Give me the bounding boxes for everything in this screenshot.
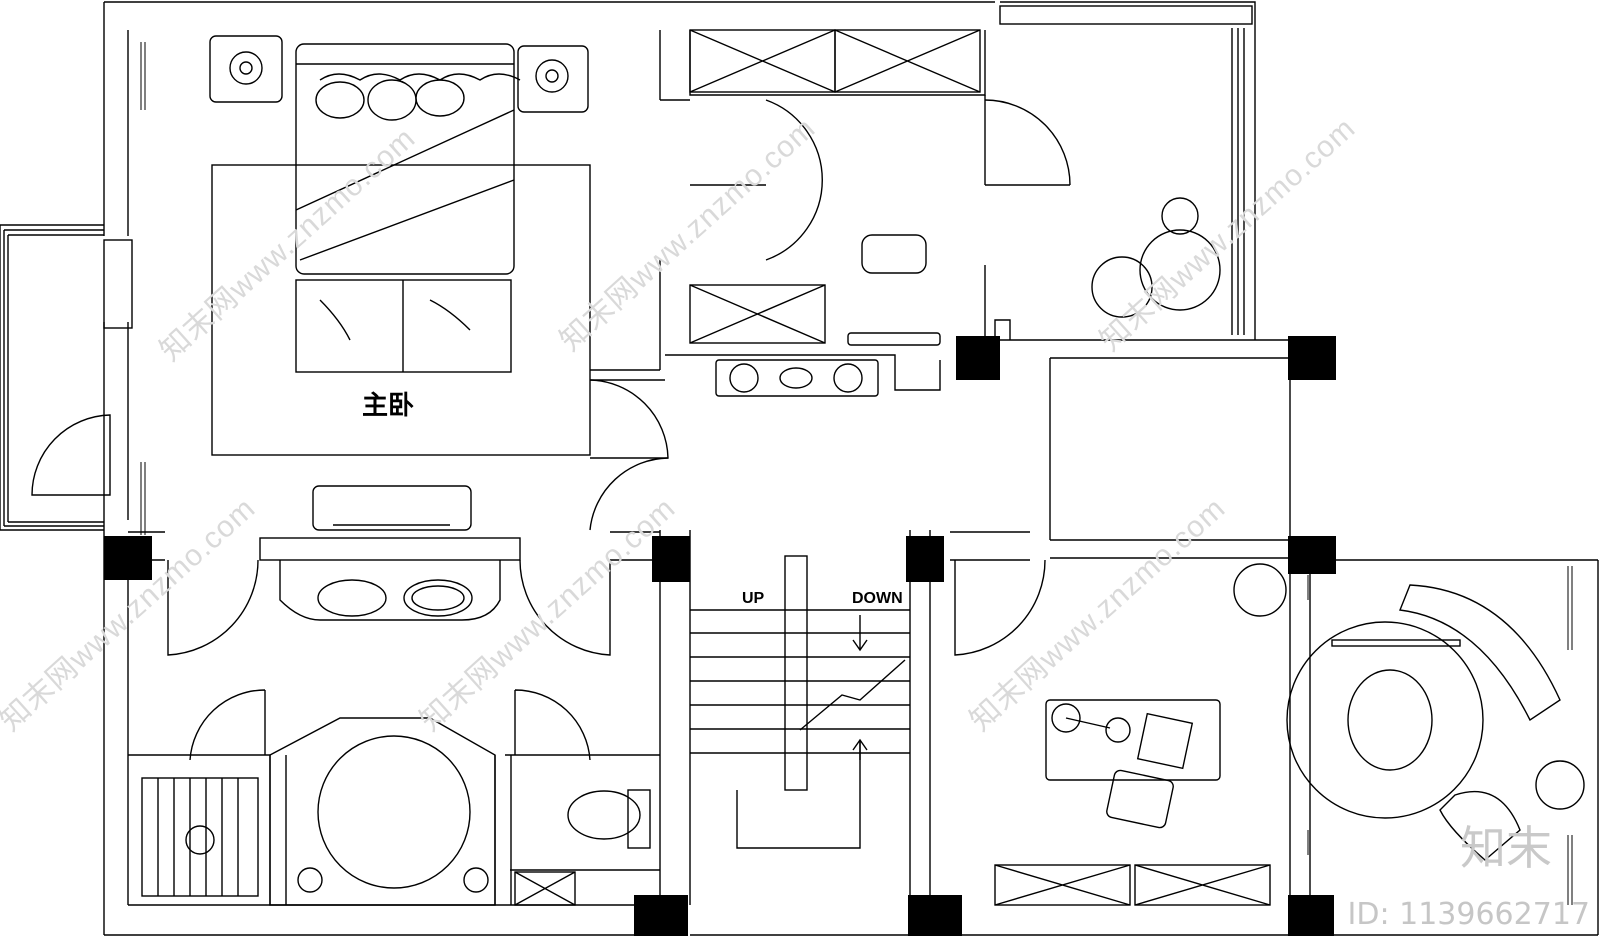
watermark-id: ID: 1139662717 [1347, 897, 1590, 932]
stair-up-label: UP [742, 590, 765, 607]
curtains [140, 42, 1573, 905]
study-furniture [1045, 563, 1287, 829]
stairs [690, 555, 910, 849]
cooktop [715, 234, 941, 397]
wardrobes [514, 29, 1461, 906]
pillars [104, 336, 1336, 936]
watermark-brand: 知末 [1460, 821, 1552, 875]
door-swings [31, 99, 1071, 761]
bathroom [141, 717, 651, 906]
vanity [259, 485, 521, 621]
bedroom-furniture [209, 35, 591, 456]
balcony-left [0, 224, 133, 531]
trees [1091, 197, 1221, 318]
outer-walls [103, 1, 1599, 936]
lounge-furniture [1286, 584, 1585, 861]
interior-walls [128, 30, 1330, 905]
room-label-master-bedroom: 主卧 [362, 391, 415, 421]
stair-down-label: DOWN [852, 590, 903, 607]
